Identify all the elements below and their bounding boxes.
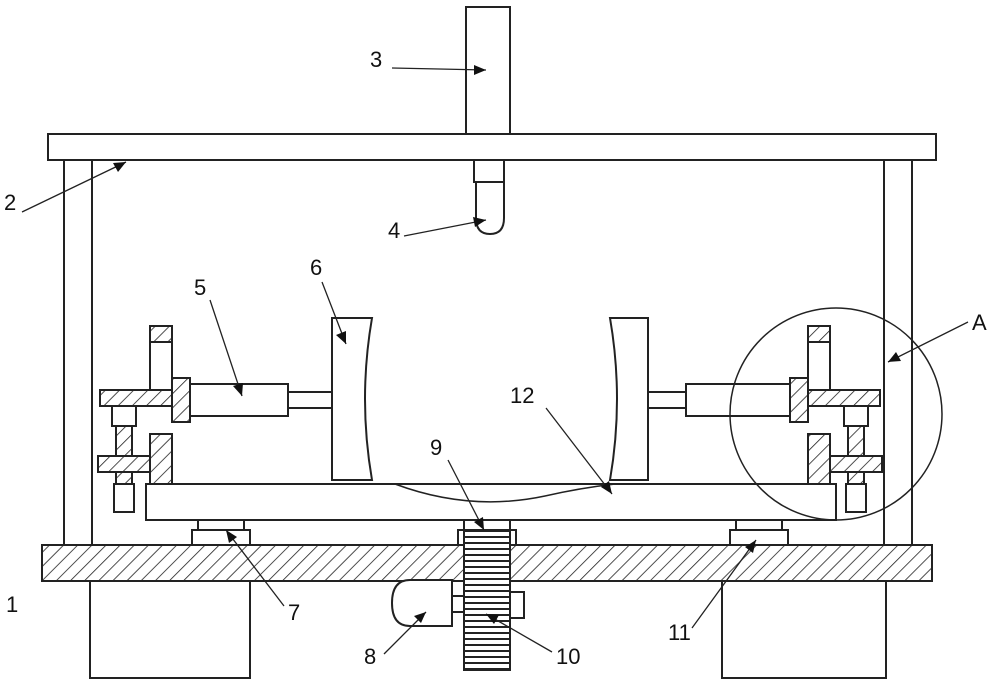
left-upright-cap bbox=[150, 326, 172, 342]
right-jaw bbox=[610, 318, 648, 480]
vertical-rod bbox=[466, 7, 510, 134]
right-cylinder bbox=[686, 384, 790, 416]
right-piston-rod bbox=[646, 392, 686, 408]
left-nut bbox=[112, 406, 136, 426]
label-8: 8 bbox=[364, 644, 376, 669]
label-4: 4 bbox=[388, 218, 400, 243]
label-7: 7 bbox=[288, 600, 300, 625]
support-foot-right-base bbox=[730, 530, 788, 545]
label-2: 2 bbox=[4, 190, 16, 215]
label-10: 10 bbox=[556, 644, 580, 669]
right-nut bbox=[844, 406, 868, 426]
left-jaw bbox=[332, 318, 372, 480]
support-foot-left bbox=[198, 520, 244, 530]
left-upright-lower bbox=[150, 434, 172, 484]
probe-tip bbox=[476, 182, 504, 234]
left-screw-end bbox=[114, 484, 134, 512]
right-crossbar bbox=[808, 390, 880, 406]
support-foot-center bbox=[464, 520, 510, 530]
left-column bbox=[64, 157, 92, 545]
right-screw-end bbox=[846, 484, 866, 512]
left-pad bbox=[172, 378, 190, 422]
right-upright-lower bbox=[808, 434, 830, 484]
gear bbox=[464, 530, 510, 670]
label-5: 5 bbox=[194, 275, 206, 300]
label-11: 11 bbox=[668, 620, 691, 645]
right-pad bbox=[790, 378, 808, 422]
label-3: 3 bbox=[370, 47, 382, 72]
top-plate bbox=[48, 134, 936, 160]
support-foot-right bbox=[736, 520, 782, 530]
left-piston-rod bbox=[288, 392, 334, 408]
right-leg bbox=[722, 580, 886, 678]
right-upright-cap bbox=[808, 326, 830, 342]
gear-bearing-right bbox=[510, 592, 524, 618]
label-1: 1 bbox=[6, 592, 18, 617]
label-detail-a: A bbox=[972, 310, 987, 335]
right-screw-block bbox=[830, 456, 882, 472]
probe-shaft bbox=[474, 160, 504, 182]
label-9: 9 bbox=[430, 435, 442, 460]
label-12: 12 bbox=[510, 383, 534, 408]
left-crossbar bbox=[100, 390, 172, 406]
right-column bbox=[884, 157, 912, 545]
left-screw-block bbox=[98, 456, 150, 472]
motor-coupling bbox=[452, 596, 464, 612]
support-foot-left-base bbox=[192, 530, 250, 545]
label-6: 6 bbox=[310, 255, 322, 280]
left-leg bbox=[90, 580, 250, 678]
